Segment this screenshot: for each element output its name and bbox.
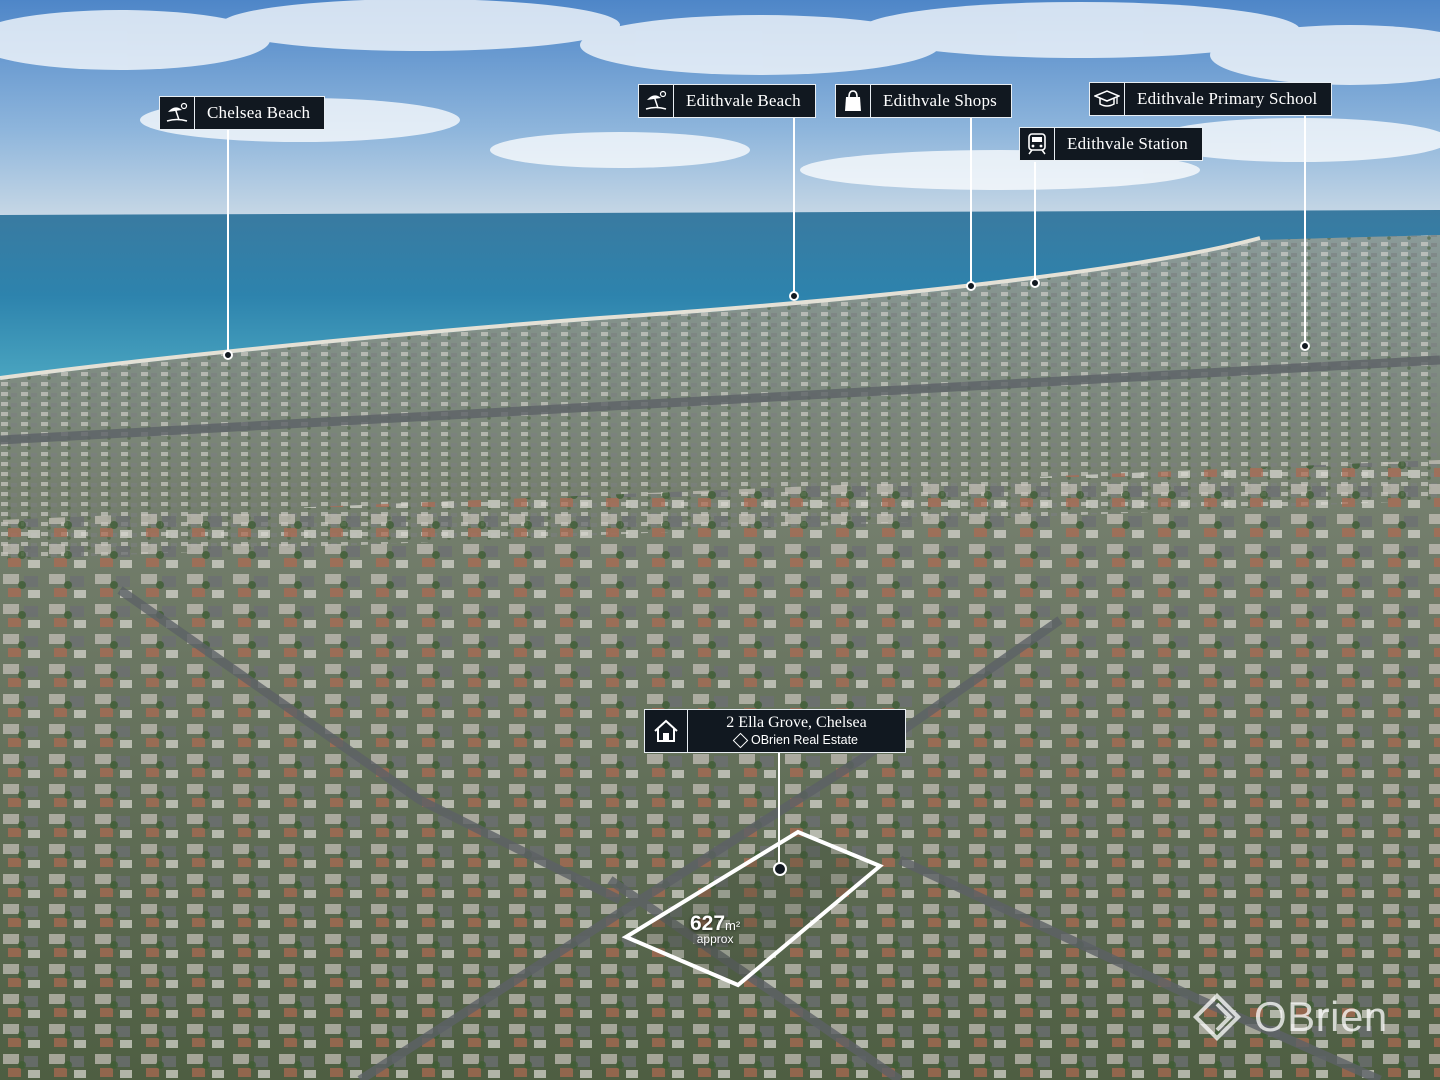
marker-edithvale-shops [966, 281, 976, 291]
marker-chelsea-beach [223, 350, 233, 360]
poi-label-edithvale-primary-school: Edithvale Primary School [1089, 82, 1333, 116]
leader-edithvale-shops [970, 118, 972, 285]
agent-name: OBrien Real Estate [751, 733, 858, 747]
leader-edithvale-station [1034, 162, 1036, 282]
graduation-cap-icon [1090, 83, 1125, 115]
marker-edithvale-beach [789, 291, 799, 301]
poi-label-edithvale-shops: Edithvale Shops [835, 84, 1012, 118]
beach-umbrella-icon [160, 97, 195, 129]
marker-property [773, 862, 787, 876]
leader-property [778, 752, 780, 864]
marker-edithvale-primary-school [1300, 341, 1310, 351]
leader-chelsea-beach [227, 130, 229, 355]
area-value: 627 [690, 912, 726, 935]
agent-diamond-icon [732, 732, 749, 748]
poi-name: Edithvale Primary School [1137, 89, 1318, 108]
marker-edithvale-station [1030, 278, 1040, 288]
poi-name: Chelsea Beach [207, 103, 311, 122]
poi-name: Edithvale Station [1067, 134, 1188, 153]
house-icon [645, 710, 688, 752]
poi-label-edithvale-station: Edithvale Station [1019, 127, 1203, 161]
shopping-bag-icon [836, 85, 871, 117]
poi-name: Edithvale Shops [883, 91, 997, 110]
train-icon [1020, 128, 1055, 160]
leader-edithvale-beach [793, 118, 795, 296]
poi-label-chelsea-beach: Chelsea Beach [159, 96, 326, 130]
poi-label-edithvale-beach: Edithvale Beach [638, 84, 816, 118]
beach-umbrella-icon [639, 85, 674, 117]
obrien-watermark: OBrien [1190, 990, 1388, 1044]
area-note: approx [696, 932, 734, 946]
property-agent: OBrien Real Estate [732, 732, 858, 748]
land-area: 627m² approx [690, 912, 740, 946]
leader-edithvale-primary-school [1304, 116, 1306, 345]
property-address: 2 Ella Grove, Chelsea [726, 714, 867, 731]
watermark-text: OBrien [1254, 993, 1388, 1040]
property-label: 2 Ella Grove, Chelsea OBrien Real Estate [644, 709, 906, 753]
obrien-logo-icon [1192, 992, 1242, 1042]
poi-name: Edithvale Beach [686, 91, 801, 110]
area-unit: m² [725, 918, 741, 933]
